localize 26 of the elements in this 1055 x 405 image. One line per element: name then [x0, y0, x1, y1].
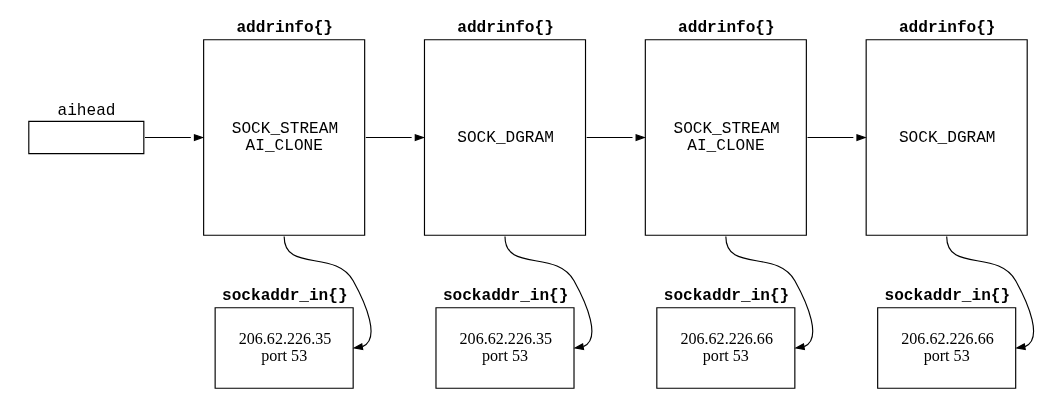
node-label: sockaddr_in{}	[221, 286, 348, 305]
arrow	[503, 235, 592, 351]
node-box: SOCK_STREAM AI_CLONE	[644, 39, 807, 236]
node-label: addrinfo{}	[898, 18, 996, 37]
node-box: 206.62.226.66 port 53	[655, 307, 795, 389]
arrow	[585, 133, 646, 142]
node-label: aihead	[57, 101, 116, 120]
node-box: SOCK_STREAM AI_CLONE	[202, 39, 365, 236]
arrow	[724, 235, 813, 351]
node-label: sockaddr_in{}	[663, 286, 789, 305]
node-label: addrinfo{}	[235, 18, 333, 37]
node-box: SOCK_DGRAM	[423, 39, 586, 236]
arrow	[945, 235, 1034, 351]
node-box	[27, 120, 144, 155]
node-label: addrinfo{}	[456, 18, 554, 37]
node-box: 206.62.226.35 port 53	[214, 307, 354, 389]
node-label: addrinfo{}	[677, 18, 775, 37]
arrow	[143, 133, 204, 142]
arrow	[283, 235, 372, 351]
arrow	[364, 133, 425, 142]
node-box: 206.62.226.35 port 53	[434, 307, 575, 389]
arrow	[806, 133, 867, 142]
node-label: sockaddr_in{}	[884, 286, 1010, 305]
node-box: 206.62.226.66 port 53	[876, 307, 1016, 389]
node-label: sockaddr_in{}	[442, 286, 568, 305]
node-box: SOCK_DGRAM	[865, 39, 1028, 236]
